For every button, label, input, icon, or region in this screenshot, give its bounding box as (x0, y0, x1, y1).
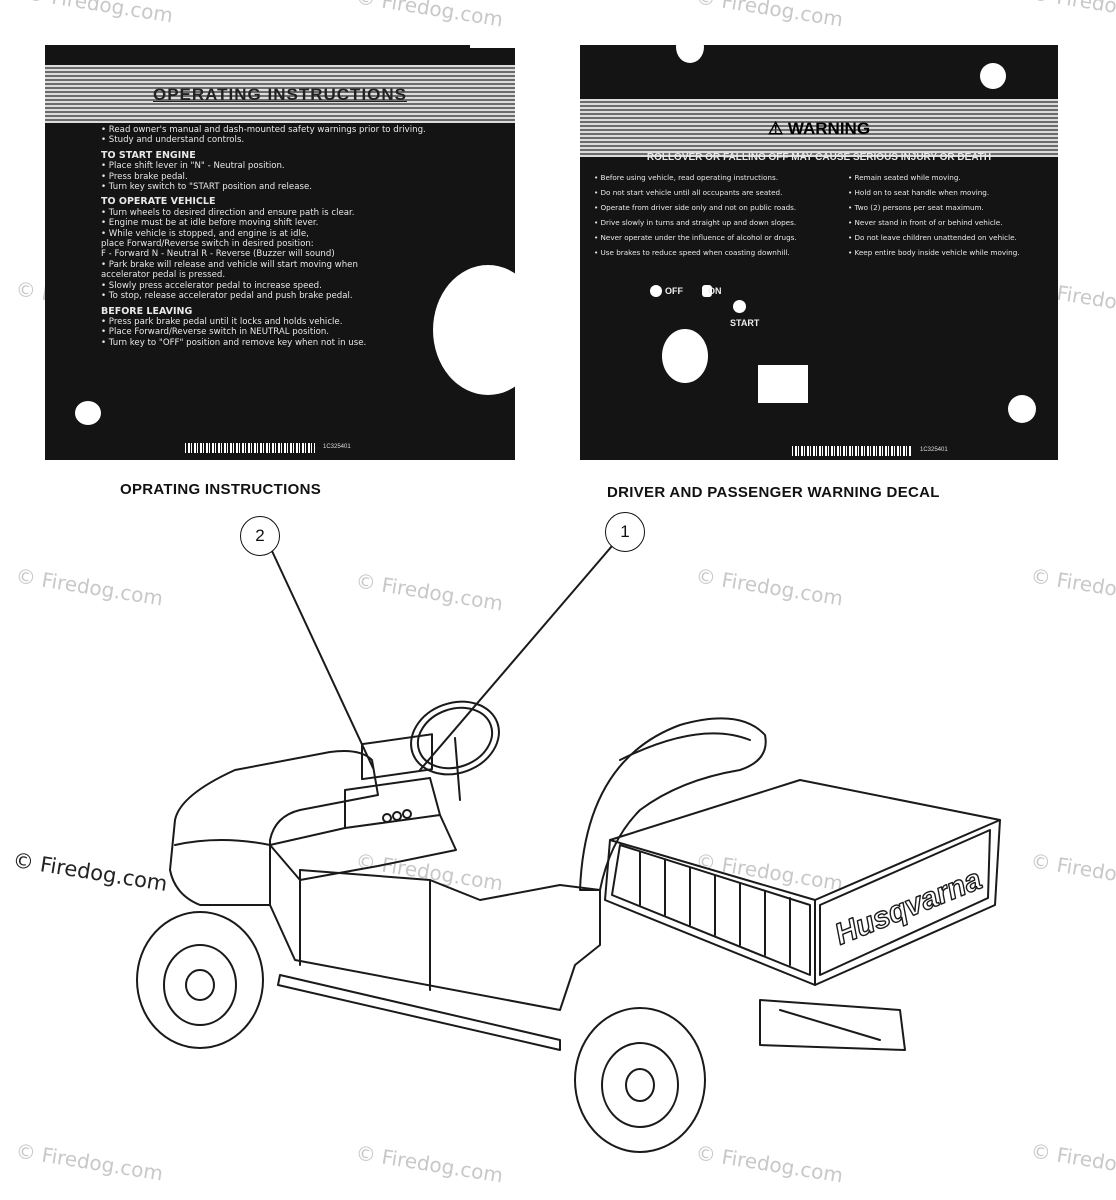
warning-line: • Before using vehicle, read operating i… (594, 173, 778, 182)
tailgate (819, 829, 991, 976)
side-step (277, 974, 561, 1051)
warning-line: • Operate from driver side only and not … (594, 202, 797, 212)
mounting-hole (1008, 395, 1036, 423)
seat-back (579, 717, 767, 891)
before-leaving-heading: BEFORE LEAVING (101, 305, 193, 317)
warning-line: • Hold on to seat handle when moving. (848, 187, 990, 197)
operating-decal-title: OPERATING INSTRUCTIONS (152, 85, 408, 104)
dashboard (269, 814, 457, 881)
front-left-wheel (136, 911, 264, 1049)
off-indicator-icon (650, 285, 662, 297)
warning-decal: ⚠ WARNING ROLLOVER OR FALLING OFF MAY CA… (580, 31, 1058, 460)
warning-line: • Remain seated while moving. (848, 173, 961, 182)
operate-line: • To stop, release accelerator pedal and… (101, 291, 353, 302)
intro-line: • Read owner's manual and dash-mounted s… (101, 125, 426, 135)
warning-line: • Never stand in front of or behind vehi… (848, 217, 1003, 227)
front-hood (169, 750, 379, 906)
warning-decal-caption: DRIVER AND PASSENGER WARNING DECAL (607, 484, 940, 501)
leader-line-2 (271, 550, 374, 769)
top-notch (676, 31, 704, 63)
cargo-bed (604, 779, 1001, 986)
operating-instructions-decal: OPERATING INSTRUCTIONS • Read owner's ma… (45, 45, 543, 460)
warning-right-column: • Remain seated while moving. • Hold on … (848, 171, 1020, 260)
operate-line: • Engine must be at idle before moving s… (101, 218, 319, 229)
callout-1: 1 (605, 512, 645, 552)
key-switch-cutout (662, 329, 708, 383)
warning-line: • Two (2) persons per seat maximum. (848, 202, 984, 212)
operate-line: • Turn wheels to desired direction and e… (101, 207, 355, 218)
start-label: START (730, 318, 760, 328)
body-side (269, 869, 601, 1011)
operate-line: F - Forward N - Neutral R - Reverse (Buz… (101, 249, 335, 260)
leader-line-1 (419, 545, 613, 771)
warning-subtitle: ROLLOVER OR FALLING OFF MAY CAUSE SERIOU… (646, 152, 992, 163)
warning-line: • Use brakes to reduce speed when coasti… (594, 247, 790, 257)
warning-band (580, 99, 1058, 157)
steering-wheel (410, 700, 500, 776)
start-engine-heading: TO START ENGINE (101, 149, 196, 161)
barcode (792, 446, 912, 456)
on-indicator-icon (702, 285, 712, 297)
operate-line: • Slowly press accelerator pedal to incr… (101, 280, 322, 291)
dash-cutout (433, 265, 543, 395)
start-indicator-icon (733, 300, 746, 313)
part-code: 1C325401 (920, 447, 948, 453)
intro-line: • Study and understand controls. (101, 135, 245, 146)
barcode (185, 443, 315, 453)
mounting-hole (980, 63, 1006, 89)
operate-line: place Forward/Reverse switch in desired … (101, 239, 314, 250)
husqvarna-logo: Husqvarna (830, 863, 986, 952)
leave-line: • Press park brake pedal until it locks … (101, 316, 343, 327)
start-line: • Press brake pedal. (101, 171, 188, 182)
part-code: 1C325401 (323, 444, 351, 450)
warning-title: ⚠ WARNING (767, 119, 871, 138)
warning-line: • Do not start vehicle until all occupan… (594, 187, 783, 197)
start-line: • Turn key switch to "START position and… (101, 182, 312, 193)
callout-2: 2 (240, 516, 280, 556)
operating-instructions-text: • Read owner's manual and dash-mounted s… (101, 125, 461, 348)
operate-vehicle-heading: TO OPERATE VEHICLE (101, 196, 216, 208)
dash-panel (361, 733, 433, 781)
warning-line: • Do not leave children unattended on ve… (848, 232, 1017, 242)
rear-left-wheel (574, 1007, 706, 1153)
operate-line: • While vehicle is stopped, and engine i… (101, 228, 309, 239)
operating-instructions-caption: OPRATING INSTRUCTIONS (120, 481, 322, 498)
warning-line: • Never operate under the influence of a… (594, 232, 797, 242)
mounting-hole (75, 401, 101, 425)
on-label: ON (708, 286, 722, 296)
title-band (45, 65, 515, 123)
operate-line: • Park brake will release and vehicle wi… (101, 259, 358, 270)
off-label: OFF (665, 286, 683, 296)
warning-left-column: • Before using vehicle, read operating i… (594, 171, 797, 260)
switch-cutout (758, 365, 808, 403)
operate-line: accelerator pedal is pressed. (101, 270, 226, 281)
decal-edge-notch (470, 36, 520, 48)
leave-line: • Turn key to "OFF" position and remove … (101, 337, 367, 348)
start-line: • Place shift lever in "N" - Neutral pos… (101, 161, 285, 172)
warning-line: • Keep entire body inside vehicle while … (848, 247, 1020, 257)
warning-line: • Drive slowly in turns and straight up … (594, 217, 797, 227)
leave-line: • Place Forward/Reverse switch in NEUTRA… (101, 327, 330, 338)
